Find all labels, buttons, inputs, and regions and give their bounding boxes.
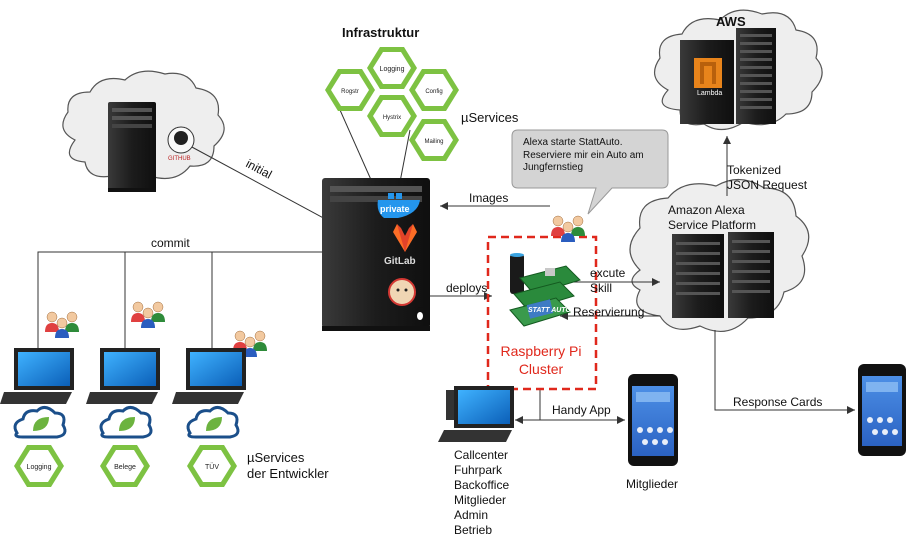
spring-cloud-1: [13, 406, 67, 439]
connectors: [37, 109, 855, 421]
handy-app-label: Handy App: [552, 403, 611, 417]
infrastructure-title: Infrastruktur: [342, 25, 420, 40]
mitglieder-label: Mitglieder: [626, 477, 679, 491]
github-label: GITHUB: [168, 156, 191, 162]
echo-icon: [510, 253, 524, 294]
svg-text:Belege: Belege: [114, 464, 136, 471]
board-label: STATT AUTO: [528, 307, 571, 314]
lambda-icon: [694, 58, 722, 88]
infra-hex-config: Config: [425, 89, 442, 95]
reservierung-label: Reservierung: [573, 305, 645, 319]
gitlab-server-icon: [322, 178, 430, 331]
docker-icon: [377, 193, 420, 218]
user-role: Mitglieder: [454, 493, 507, 507]
alexa-platform-label: Amazon Alexa Service Platform: [668, 203, 757, 232]
users-icon-dev2: [130, 301, 166, 329]
raspberry-board-icon: [509, 265, 581, 327]
alexa-servers: [672, 232, 774, 318]
user-role: Betrieb: [454, 523, 493, 537]
phone-icon-response: [858, 364, 906, 456]
tux-icon: [415, 307, 425, 321]
dev-hex-belege: Belege: [100, 445, 150, 487]
aws-title: AWS: [716, 14, 746, 29]
spring-leaf-icon: [33, 417, 49, 431]
github-icon: [174, 131, 188, 145]
dev-monitor-2: [86, 348, 160, 404]
infra-hex-cluster: Logging Rogstr Config Hystrix Mailing: [325, 47, 459, 161]
dev-monitor-3: [172, 348, 246, 404]
infra-link-1: [339, 109, 373, 183]
github-server-icon: [108, 102, 195, 192]
spring-cloud-3: [186, 406, 240, 439]
user-monitor-icon: [438, 386, 514, 442]
raspberry-cluster-label: Raspberry Pi Cluster: [500, 343, 582, 377]
spring-cloud-2: [99, 406, 153, 439]
raspberry-cluster: [486, 235, 598, 391]
infra-hex-mailing: Mailing: [424, 139, 443, 145]
spring-leaf-icon: [206, 417, 222, 431]
images-label: Images: [469, 191, 509, 205]
speech-bubble: [511, 129, 669, 215]
user-role: Fuhrpark: [454, 463, 503, 477]
user-role: Callcenter: [454, 448, 509, 462]
commit-label: commit: [151, 236, 190, 250]
svg-text:Logging: Logging: [27, 464, 52, 471]
infra-hex-hystrix: Hystrix: [383, 115, 401, 121]
speech-bubble-text: Alexa starte StattAuto. Reserviere mir e…: [523, 137, 644, 173]
excute-skill-label: excute Skill: [590, 266, 626, 295]
gitlab-icon: [393, 224, 417, 252]
infra-hex-logging: Logging: [380, 66, 405, 73]
users-icon-dev1: [44, 311, 80, 339]
dev-monitor-1: [0, 348, 74, 404]
deploys-label: deploys: [446, 281, 488, 295]
gitlab-label: GitLab: [384, 256, 416, 267]
private-label: private: [380, 204, 410, 214]
dev-microservices-label: µServices der Entwickler: [247, 450, 329, 482]
lambda-label: Lambda: [697, 90, 723, 97]
dev-hex-tuev: TÜV: [187, 445, 237, 487]
response-line: [714, 330, 855, 411]
infra-link-2: [399, 129, 411, 183]
dev-hex-logging: Logging: [14, 445, 64, 487]
response-cards-label: Response Cards: [733, 395, 823, 409]
commit-line: [37, 251, 400, 360]
infra-microservices-label: µServices: [461, 110, 519, 125]
jenkins-icon: [388, 278, 416, 306]
user-role-list: Callcenter Fuhrpark Backoffice Mitgliede…: [454, 448, 509, 538]
infra-hex-rogstr: Rogstr: [341, 89, 359, 95]
aws-servers: [680, 28, 776, 124]
user-role: Backoffice: [454, 478, 510, 492]
svg-text:TÜV: TÜV: [205, 463, 219, 471]
spring-leaf-icon: [119, 417, 135, 431]
phone-icon-mitglieder: [628, 374, 678, 466]
user-role: Admin: [454, 508, 489, 522]
tokenized-label: Tokenized JSON Request: [727, 163, 808, 192]
